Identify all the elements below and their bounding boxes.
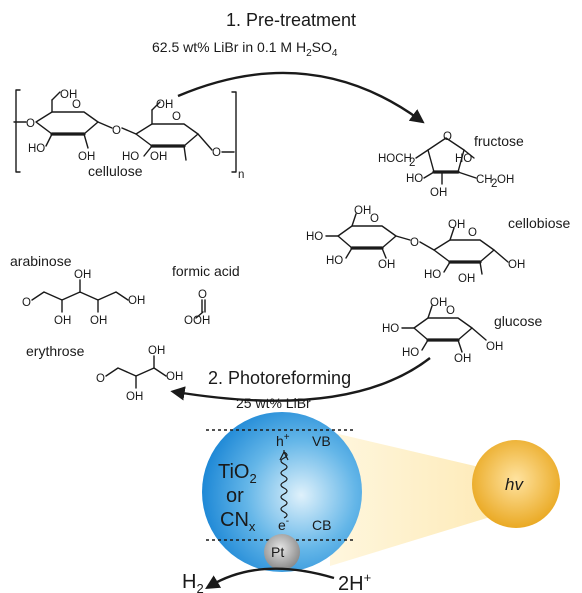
svg-text:HO: HO [326, 255, 343, 267]
svg-text:OH: OH [126, 391, 143, 403]
svg-text:OH: OH [78, 151, 95, 163]
erythrose-label: erythrose [26, 343, 85, 359]
electron-label: e- [278, 516, 289, 533]
step1-conditions: 62.5 wt% LiBr in 0.1 M H2SO4 [152, 39, 338, 59]
svg-text:OH: OH [193, 315, 210, 327]
photoreforming-arrow [170, 357, 431, 402]
hv-label: hv [505, 475, 524, 494]
fructose-structure: HOCH 2 O HO HO OH CH 2 OH fructose [378, 131, 524, 199]
svg-text:OH: OH [497, 174, 514, 186]
svg-text:HO: HO [406, 173, 423, 185]
svg-text:OH: OH [508, 259, 525, 271]
svg-text:O: O [198, 289, 207, 301]
svg-text:HO: HO [122, 151, 139, 163]
or-label: or [226, 485, 244, 507]
svg-text:O: O [96, 373, 105, 385]
repeat-n: n [238, 169, 244, 181]
svg-text:OH: OH [448, 219, 465, 231]
erythrose-structure: erythrose O OH OH OH [26, 343, 183, 403]
svg-text:OH: OH [378, 259, 395, 271]
svg-text:O: O [446, 305, 455, 317]
step2-conditions: 25 wt% LiBr [236, 395, 311, 411]
svg-text:O: O [72, 99, 81, 111]
left-bracket [15, 89, 21, 173]
cellulose-structure: n O OH O HO OH O OH O HO OH O cellulose [13, 89, 244, 181]
sun-icon [472, 440, 560, 528]
cellulose-label: cellulose [88, 163, 143, 179]
pretreatment-arrow [177, 71, 425, 124]
cnx-label: CNx [220, 509, 256, 534]
photocatalyst: VB CB h+ e- TiO2 or CNx [202, 412, 362, 572]
step1-title: 1. Pre-treatment [226, 10, 356, 30]
svg-text:O: O [172, 111, 181, 123]
svg-text:HO: HO [382, 323, 399, 335]
svg-text:HO: HO [28, 143, 45, 155]
light-beam [330, 432, 500, 566]
pt-label: Pt [271, 544, 284, 560]
svg-text:HOCH: HOCH [378, 153, 412, 165]
svg-text:OH: OH [150, 151, 167, 163]
fructose-label: fructose [474, 133, 524, 149]
svg-text:O: O [410, 237, 419, 249]
step2-label: 2. Photoreforming 25 wt% LiBr [208, 368, 351, 411]
svg-text:HO: HO [455, 153, 472, 165]
svg-text:HO: HO [402, 347, 419, 359]
catalyst-sphere [202, 412, 362, 572]
step2-title: 2. Photoreforming [208, 368, 351, 388]
svg-text:OH: OH [486, 341, 503, 353]
svg-text:O: O [22, 297, 31, 309]
right-bracket [231, 91, 237, 173]
formic-acid-label: formic acid [172, 263, 240, 279]
svg-text:O: O [212, 147, 221, 159]
pt-particle [264, 534, 300, 570]
cellobiose-label: cellobiose [508, 215, 570, 231]
svg-text:OH: OH [454, 353, 471, 365]
svg-text:O: O [370, 213, 379, 225]
svg-text:OH: OH [90, 315, 107, 327]
protons-label: 2H+ [338, 570, 371, 593]
svg-text:OH: OH [458, 273, 475, 285]
svg-text:OH: OH [430, 187, 447, 199]
hole-label: h+ [276, 432, 290, 449]
step1-label: 1. Pre-treatment 62.5 wt% LiBr in 0.1 M … [152, 10, 356, 59]
svg-text:OH: OH [54, 315, 71, 327]
formic-acid-structure: formic acid O O OH [172, 263, 240, 327]
svg-text:O: O [26, 118, 35, 130]
glucose-structure: OH O HO HO OH OH glucose [382, 297, 542, 365]
svg-text:OH: OH [166, 371, 183, 383]
valence-band-label: VB [312, 433, 331, 449]
svg-text:OH: OH [148, 345, 165, 357]
svg-text:O: O [112, 125, 121, 137]
excitation-wave [280, 450, 288, 519]
hydrogen-arrow [205, 567, 335, 589]
tio2-label: TiO2 [218, 461, 257, 486]
svg-text:OH: OH [128, 295, 145, 307]
svg-text:OH: OH [430, 297, 447, 309]
svg-text:2: 2 [491, 178, 497, 190]
glucose-label: glucose [494, 313, 542, 329]
svg-text:OH: OH [156, 99, 173, 111]
svg-text:O: O [184, 315, 193, 327]
arabinose-structure: arabinose O OH OH OH OH [10, 253, 145, 327]
cellobiose-structure: OH O HO HO OH O OH O HO OH OH cellobiose [306, 205, 570, 285]
svg-text:CH: CH [476, 174, 493, 186]
svg-text:O: O [468, 227, 477, 239]
conduction-band-label: CB [312, 517, 331, 533]
h2-label: H2 [182, 571, 204, 593]
pt-cocatalyst: Pt [264, 534, 300, 570]
arabinose-label: arabinose [10, 253, 72, 269]
svg-text:2: 2 [409, 157, 415, 169]
svg-text:HO: HO [306, 231, 323, 243]
svg-text:OH: OH [354, 205, 371, 217]
svg-text:OH: OH [74, 269, 91, 281]
svg-text:O: O [443, 131, 452, 143]
svg-text:HO: HO [424, 269, 441, 281]
svg-text:OH: OH [60, 89, 77, 101]
